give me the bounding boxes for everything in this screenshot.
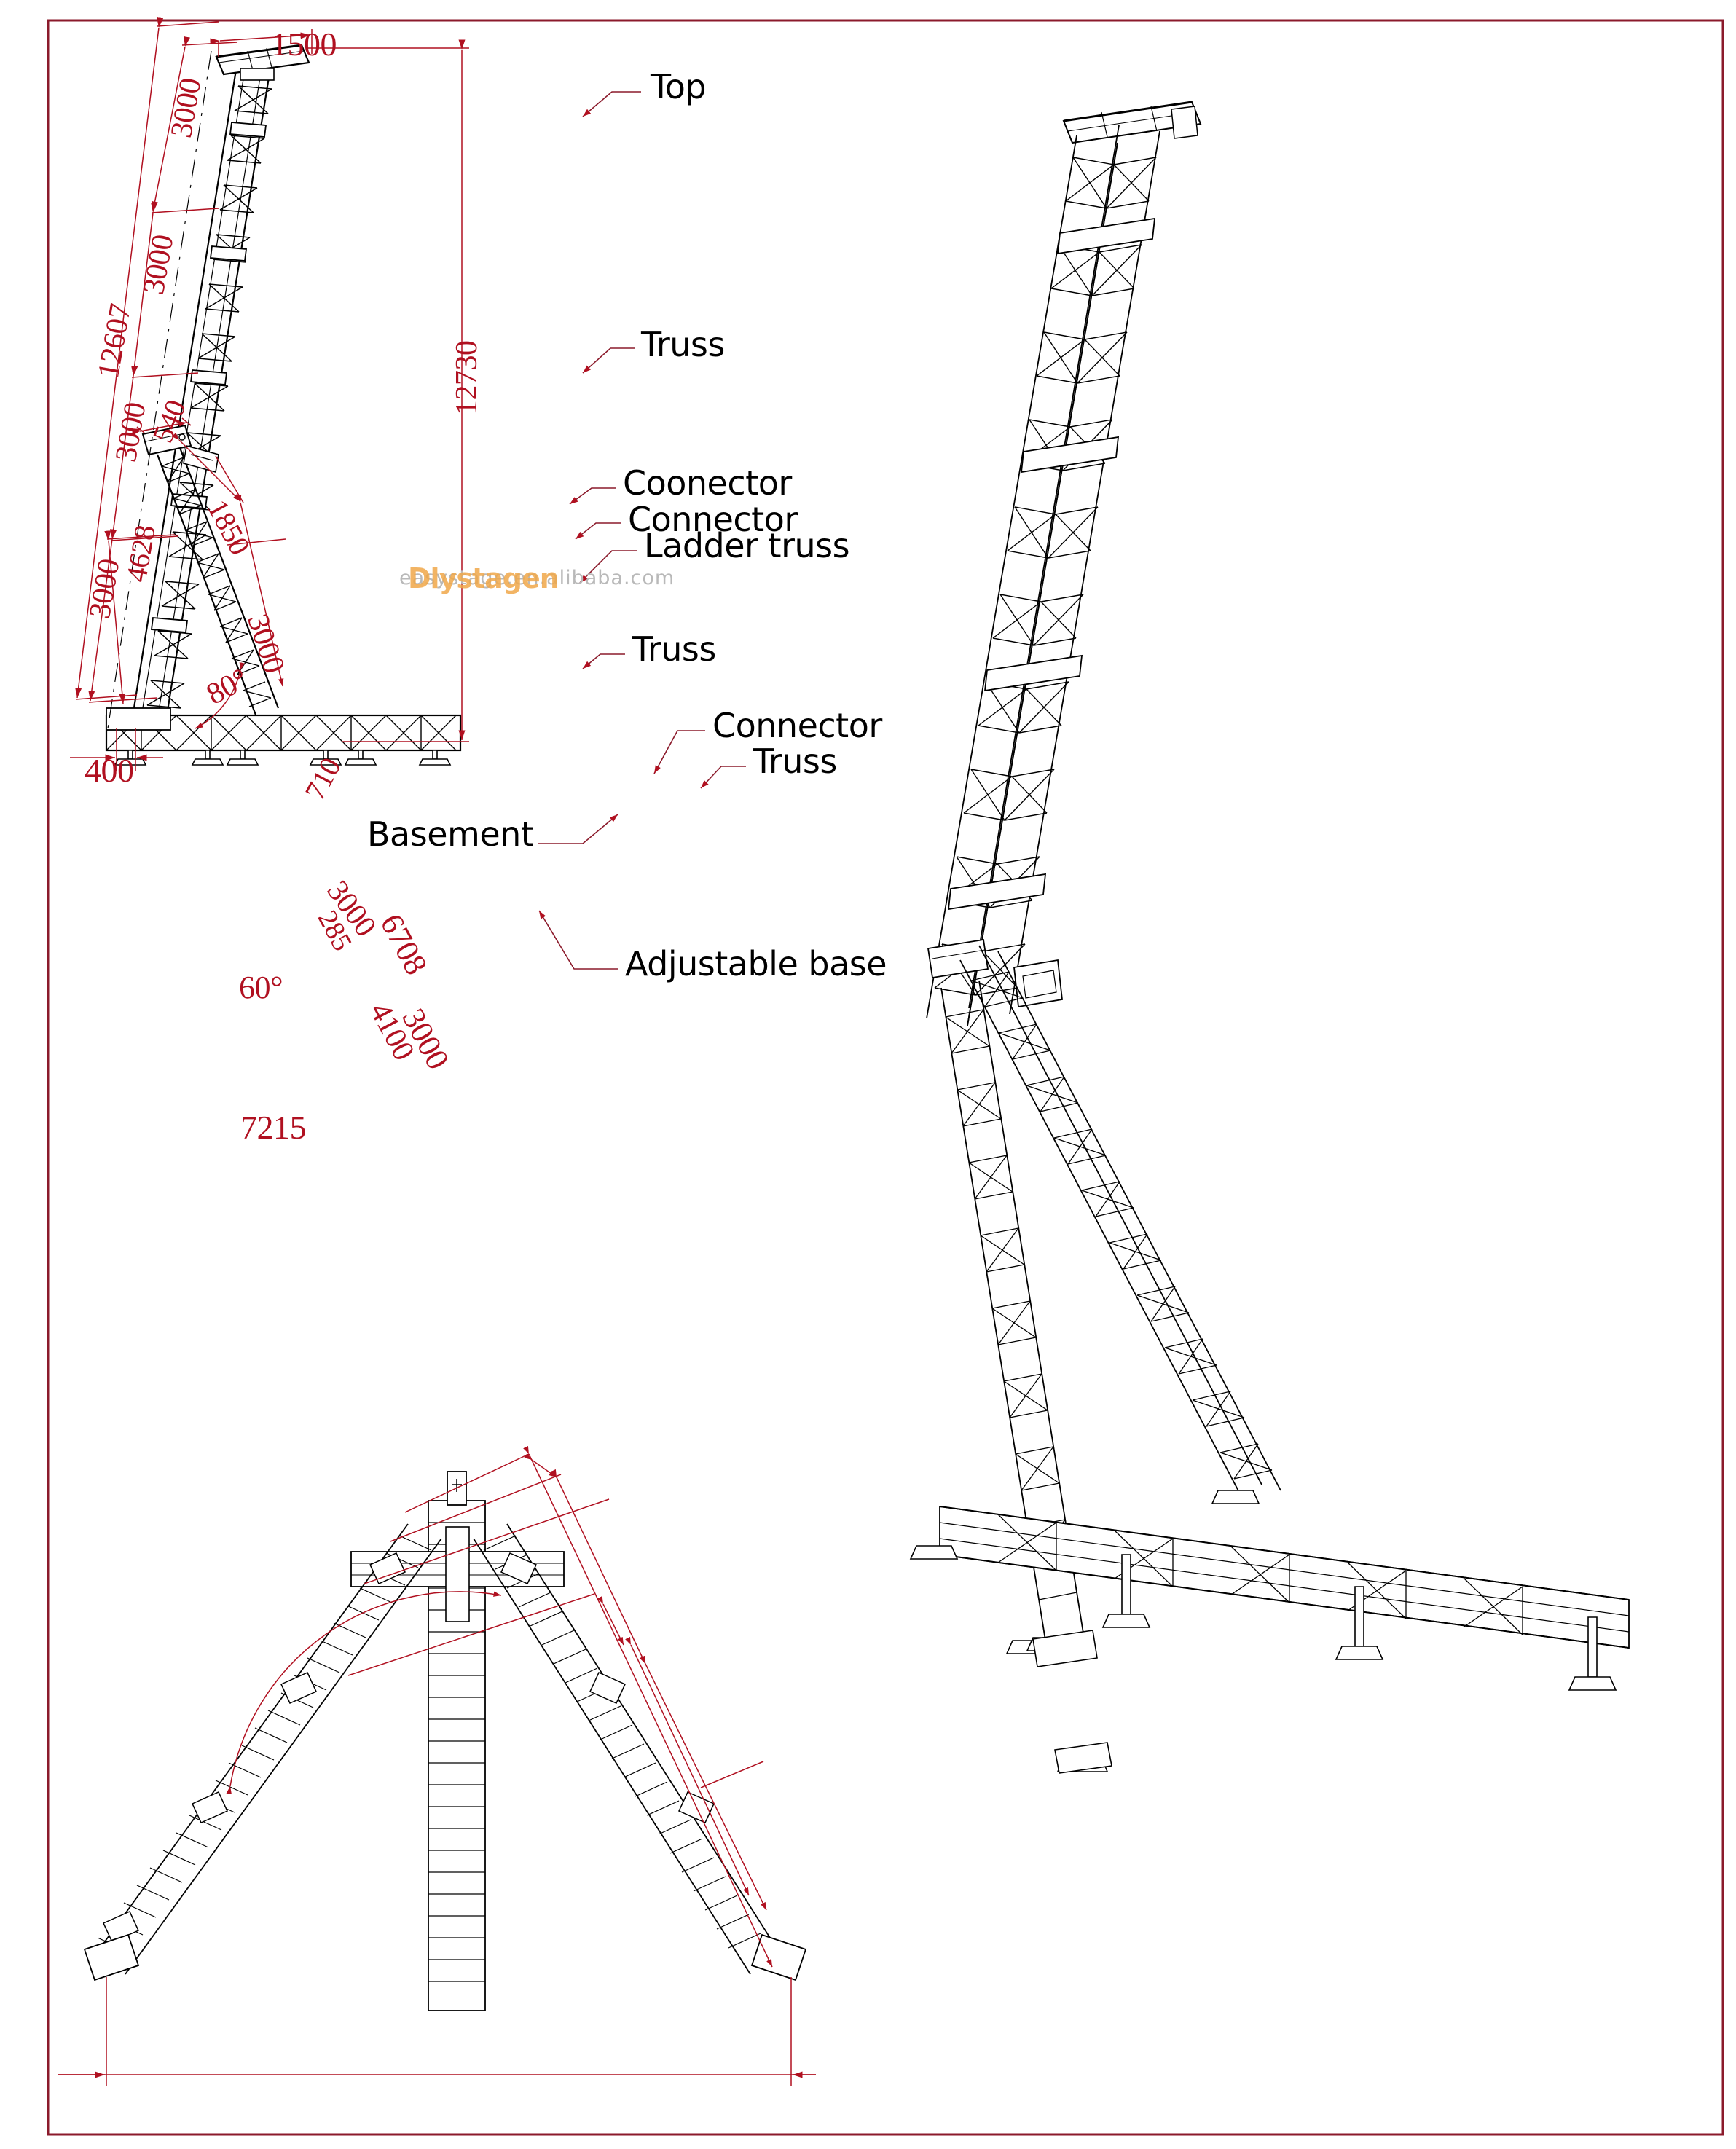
callout-label-top: Top [651, 67, 707, 106]
leader-line-truss-base [700, 766, 746, 789]
leader-line-connector-low [653, 730, 705, 774]
iso-ladder-truss-leg [959, 945, 1281, 1500]
plan-view [58, 1445, 816, 2086]
iso-mast-truss [926, 125, 1160, 1026]
leader-line-adjustable-base [538, 910, 618, 970]
plan-dimension-lines [58, 1445, 816, 2086]
isometric-view [909, 101, 1630, 1774]
iso-top-beam [1062, 101, 1202, 144]
elevation-top-beam [215, 44, 310, 81]
elevation-base-truss [105, 707, 462, 766]
iso-leg-foot [1032, 1630, 1112, 1774]
sheet-border [47, 19, 1724, 2136]
leader-line-truss-upper [582, 347, 635, 374]
plan-leg-left [83, 1523, 442, 1981]
callout-label-connector-mid: Connector [628, 500, 798, 539]
callout-label-truss-leg: Truss [632, 629, 716, 669]
leader-line-connector-mid [575, 522, 621, 540]
elevation-dimension-lines [70, 17, 469, 771]
leader-line-truss-leg [582, 653, 625, 669]
callout-label-truss-upper: Truss [641, 325, 725, 364]
leader-line-top [582, 91, 641, 117]
elevation-view [70, 17, 469, 771]
callout-label-ladder-truss: Ladder truss [644, 526, 850, 565]
callout-label-coonector: Coonector [623, 463, 792, 503]
callout-leader-lines [538, 91, 746, 970]
callout-label-truss-base: Truss [753, 742, 837, 781]
iso-mast-bracing-left [934, 157, 1115, 996]
callout-label-adjustable-base: Adjustable base [625, 944, 887, 983]
plan-leg-right [473, 1523, 807, 1981]
dimension-spread-angle: 60° [239, 970, 283, 1005]
callout-label-basement: Basement [367, 814, 534, 854]
iso-base-truss [939, 1505, 1630, 1649]
leader-line-ladder-truss [579, 550, 637, 584]
dimension-base-width: 7215 [240, 1109, 307, 1146]
leader-line-basement [538, 814, 618, 844]
dimension-base-offset: 400 [85, 752, 134, 789]
iso-connector-block [927, 938, 1063, 1008]
dimension-overall-height: 12730 [450, 340, 484, 416]
callout-label-connector-low: Connector [712, 706, 882, 745]
iso-mast-bracing-right [975, 157, 1157, 996]
leader-line-coonector [569, 487, 616, 505]
dimension-top-width: 1500 [271, 25, 337, 63]
